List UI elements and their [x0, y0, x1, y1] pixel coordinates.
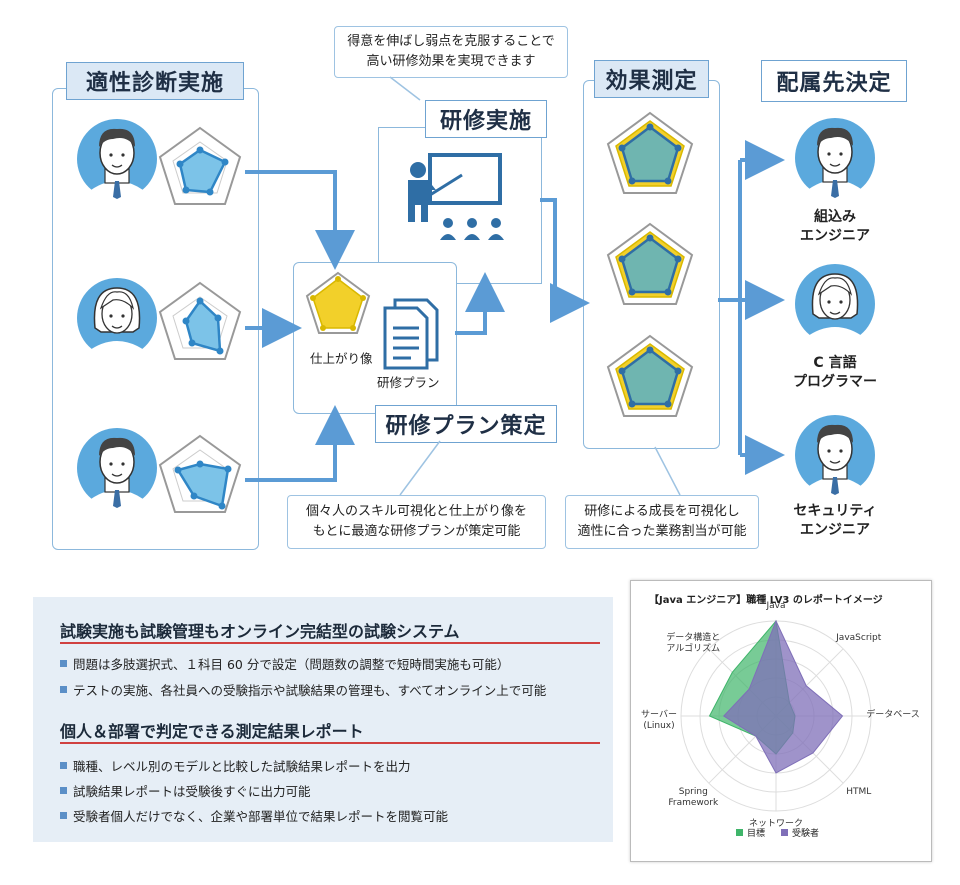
radar-axis-label: サーバー (Linux)	[641, 710, 677, 731]
assignment-title: 配属先決定	[761, 60, 907, 102]
document-icon	[383, 298, 439, 370]
plan-callout-line1: 個々人のスキル可視化と仕上がり像を	[305, 504, 527, 519]
legend-examinee-label: 受験者	[792, 829, 820, 839]
arrow-5	[540, 198, 590, 323]
plan-label: 研修プラン	[377, 375, 440, 390]
arrow-1	[245, 170, 355, 270]
arrow-4	[455, 272, 505, 335]
info-divider-1	[60, 642, 600, 644]
role-3-line2: エンジニア	[800, 522, 870, 538]
training-title: 研修実施	[425, 100, 547, 138]
role-label-2: C 言語 プログラマー	[775, 354, 895, 392]
top-callout-line1: 得意を伸ばし弱点を克服することで	[347, 34, 555, 49]
role-1-line2: エンジニア	[800, 228, 870, 244]
role-2-line1: C 言語	[813, 355, 857, 371]
flow-diagram	[76, 76, 876, 513]
info-bullet-3: 職種、レベル別のモデルと比較した試験結果レポートを出力	[60, 756, 411, 775]
report-title: 【Java エンジニア】職種 LV3 のレポートイメージ	[649, 595, 883, 606]
report-radar-chart	[680, 619, 872, 812]
legend-target: 目標	[736, 826, 765, 839]
radar-axis-label: データ構造と アルゴリズム	[666, 632, 721, 654]
info-heading-1: 試験実施も試験管理もオンライン完結型の試験システム	[60, 622, 460, 641]
info-bullet-2: テストの実施、各社員への受験指示や試験結果の管理も、すべてオンライン上で可能	[60, 680, 546, 699]
info-heading-2: 個人＆部署で判定できる測定結果レポート	[60, 722, 364, 741]
arrow-3	[245, 405, 355, 482]
plan-callout: 個々人のスキル可視化と仕上がり像を もとに最適な研修プランが策定可能	[287, 495, 546, 549]
radar-chart-3	[158, 434, 242, 513]
finish-label: 仕上がり像	[310, 351, 373, 366]
legend-target-label: 目標	[747, 829, 766, 839]
radar-axis-label: Java	[766, 601, 786, 611]
info-bullet-1: 問題は多肢選択式、１科目 60 分で設定（問題数の調整で短時間実施も可能）	[60, 654, 509, 673]
info-bullet-5: 受験者個人だけでなく、企業や部署単位で結果レポートを閲覧可能	[60, 806, 448, 825]
growth-callout-line1: 研修による成長を可視化し	[584, 504, 740, 519]
role-label-1: 組込み エンジニア	[775, 208, 895, 246]
series-examinee	[722, 619, 844, 774]
info-bullet-2-text: テストの実施、各社員への受験指示や試験結果の管理も、すべてオンライン上で可能	[73, 683, 547, 698]
radar-axis-label: HTML	[846, 787, 872, 798]
radar-chart-1	[158, 126, 242, 205]
top-callout: 得意を伸ばし弱点を克服することで 高い研修効果を実現できます	[334, 26, 568, 78]
radar-chart-2	[158, 281, 242, 360]
top-callout-line2: 高い研修効果を実現できます	[366, 54, 536, 69]
legend-examinee: 受験者	[781, 826, 819, 839]
radar-axis-label: ネットワーク	[748, 819, 803, 829]
growth-callout: 研修による成長を可視化し 適性に合った業務割当が可能	[565, 495, 759, 549]
role-1-line1: 組込み	[814, 209, 856, 225]
finish-radar-icon	[305, 271, 371, 334]
info-bullet-1-text: 問題は多肢選択式、１科目 60 分で設定（問題数の調整で短時間実施も可能）	[73, 657, 510, 672]
measure-radar-1	[606, 111, 694, 194]
teacher-icon	[408, 153, 504, 240]
role-avatar-2	[794, 263, 876, 345]
measurement-title: 効果測定	[594, 60, 709, 98]
info-panel	[33, 597, 613, 842]
person-avatar-3	[76, 427, 158, 509]
plan-callout-line2: もとに最適な研修プランが策定可能	[312, 524, 521, 539]
role-3-line1: セキュリティ	[793, 503, 877, 519]
report-legend: 目標 受験者	[736, 826, 819, 839]
diagnosis-title: 適性診断実施	[66, 62, 244, 100]
role-2-line2: プログラマー	[793, 374, 877, 390]
role-avatar-1	[794, 117, 876, 199]
person-avatar-1	[76, 118, 158, 200]
info-bullet-4: 試験結果レポートは受験後すぐに出力可能	[60, 781, 311, 800]
radar-axis-label: Spring Framework	[668, 787, 719, 809]
measure-radar-3	[606, 334, 694, 417]
role-label-3: セキュリティ エンジニア	[775, 502, 895, 540]
role-avatar-3	[794, 414, 876, 496]
info-bullet-4-text: 試験結果レポートは受験後すぐに出力可能	[73, 784, 311, 799]
measure-radar-2	[606, 222, 694, 305]
radar-axis-label: JavaScript	[836, 632, 882, 643]
radar-axis-label: データベース	[866, 710, 920, 720]
info-divider-2	[60, 742, 600, 744]
info-bullet-5-text: 受験者個人だけでなく、企業や部署単位で結果レポートを閲覧可能	[73, 809, 449, 824]
growth-callout-line2: 適性に合った業務割当が可能	[577, 524, 747, 539]
info-bullet-3-text: 職種、レベル別のモデルと比較した試験結果レポートを出力	[73, 759, 411, 774]
person-avatar-2	[76, 277, 158, 359]
plan-title: 研修プラン策定	[375, 405, 557, 443]
report-preview: 【Java エンジニア】職種 LV3 のレポートイメージ 目標 受験者 Java…	[630, 580, 932, 862]
